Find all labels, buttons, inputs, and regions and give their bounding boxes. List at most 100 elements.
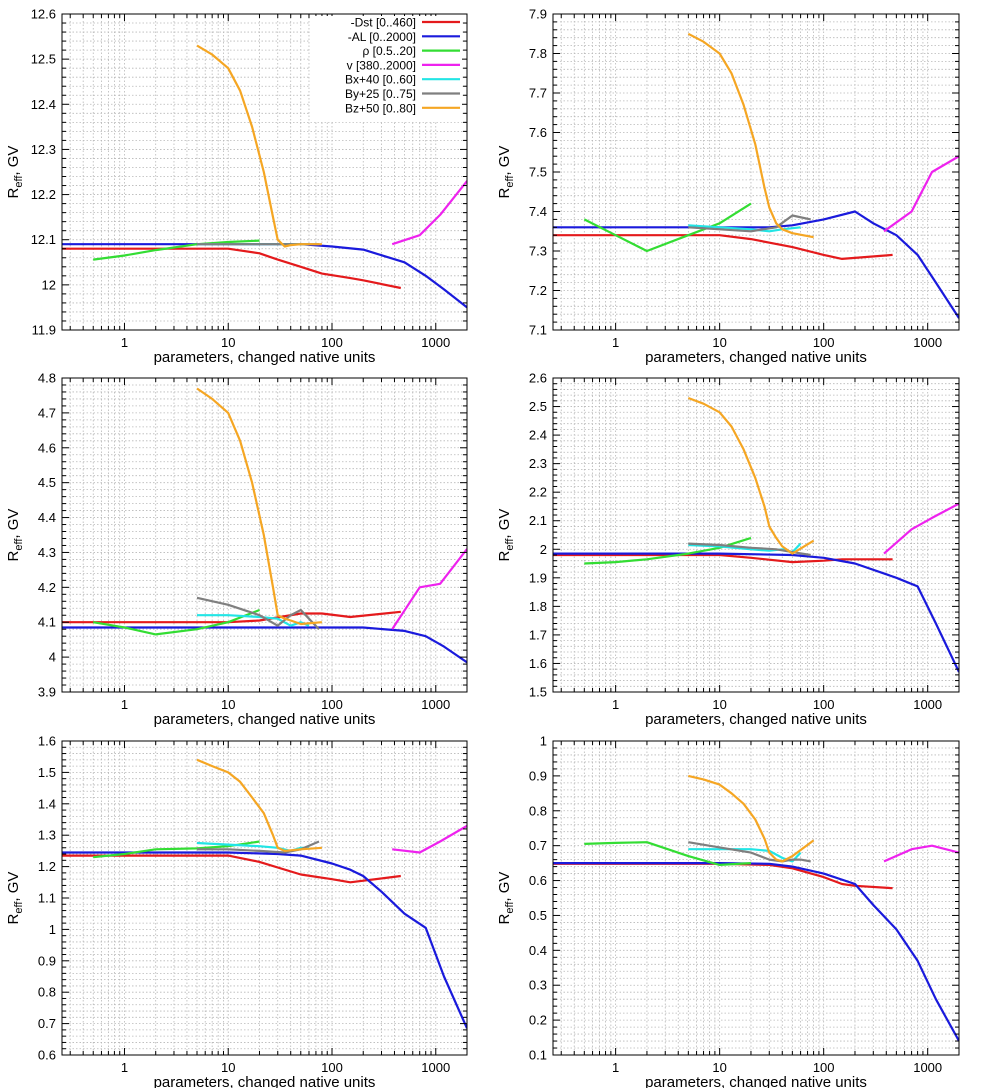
legend-label: Bx+40 [0..60] [345, 73, 416, 87]
y-tick-label: 0.1 [529, 1048, 547, 1063]
y-tick-label: 0.7 [529, 838, 547, 853]
x-tick-label: 1 [121, 697, 128, 712]
series-line-2 [62, 626, 467, 664]
x-tick-label: 1000 [421, 697, 450, 712]
y-axis-title: Reff, GV [5, 872, 25, 925]
plot-frame [552, 740, 960, 1056]
series-line-4 [883, 844, 959, 863]
legend-label: -Dst [0..460] [351, 16, 416, 30]
x-tick-label: 10 [221, 335, 235, 350]
series-group [553, 774, 959, 1042]
legend: -Dst [0..460]-AL [0..2000]ρ [0.5..20]v [… [310, 16, 462, 123]
y-axis-title: Reff, GV [496, 509, 516, 562]
y-tick-label: 2.4 [529, 428, 547, 443]
ticks [553, 740, 959, 1056]
y-tick-label: 0.8 [38, 985, 56, 1000]
y-tick-label: 2 [540, 542, 547, 557]
x-tick-label: 1 [612, 697, 619, 712]
y-tick-label: 7.6 [529, 125, 547, 140]
grid [553, 741, 959, 1055]
ticks [553, 377, 959, 693]
y-tick-label: 12.3 [31, 142, 56, 157]
y-tick-label: 12.5 [31, 52, 56, 67]
series-line-2 [553, 552, 959, 673]
y-tick-label: 7.3 [529, 244, 547, 259]
legend-label: By+25 [0..75] [345, 87, 416, 101]
y-tick-label: 1.5 [38, 765, 56, 780]
series-line-4 [391, 548, 467, 630]
y-tick-label: 2.1 [529, 513, 547, 528]
legend-background [310, 16, 462, 123]
y-tick-label: 1.6 [529, 656, 547, 671]
series-line-1 [62, 247, 402, 290]
y-tick-label: 1.8 [529, 599, 547, 614]
y-tick-label: 0.2 [529, 1013, 547, 1028]
y-tick-label: 1.1 [38, 891, 56, 906]
y-tick-label: 12.2 [31, 187, 56, 202]
x-tick-label: 1 [612, 1060, 619, 1075]
series-line-4 [883, 155, 959, 233]
y-tick-label: 1.6 [38, 734, 56, 749]
series-line-7 [196, 44, 322, 248]
y-tick-label: 0.5 [529, 908, 547, 923]
x-axis-title: parameters, changed native units [154, 1074, 376, 1088]
plot-area [553, 378, 959, 692]
y-tick-label: 1.3 [38, 828, 56, 843]
y-tick-label: 3.9 [38, 685, 56, 700]
y-tick-label: 7.8 [529, 46, 547, 61]
y-tick-label: 12.1 [31, 232, 56, 247]
legend-label: Bz+50 [0..80] [345, 101, 416, 115]
x-tick-label: 10 [712, 1060, 726, 1075]
x-tick-label: 100 [321, 1060, 343, 1075]
series-line-4 [392, 824, 467, 854]
x-tick-label: 1000 [913, 1060, 942, 1075]
y-tick-label: 0.9 [38, 953, 56, 968]
y-tick-label: 2.3 [529, 456, 547, 471]
series-line-5 [197, 614, 310, 627]
y-tick-label: 4.8 [38, 371, 56, 386]
x-axis-title: parameters, changed native units [645, 711, 867, 728]
series-group [553, 396, 959, 673]
series-line-7 [687, 32, 814, 239]
x-tick-label: 100 [813, 697, 835, 712]
series-line-3 [583, 202, 752, 253]
y-tick-label: 2.5 [529, 399, 547, 414]
y-tick-label: 7.4 [529, 204, 547, 219]
series-line-6 [688, 214, 811, 233]
legend-label: -AL [0..2000] [348, 30, 416, 44]
series-line-2 [62, 851, 467, 1029]
y-tick-label: 1.4 [38, 796, 56, 811]
ticks [62, 377, 467, 693]
y-tick-label: 7.2 [529, 283, 547, 298]
y-tick-label: 4.4 [38, 510, 56, 525]
x-tick-label: 10 [712, 697, 726, 712]
series-line-1 [553, 234, 893, 260]
series-line-4 [883, 502, 959, 555]
x-tick-label: 1 [121, 335, 128, 350]
y-tick-label: 2.6 [529, 371, 547, 386]
grid [553, 14, 959, 330]
x-tick-label: 100 [321, 697, 343, 712]
x-tick-label: 1000 [421, 335, 450, 350]
y-tick-label: 12 [42, 277, 56, 292]
series-line-6 [196, 596, 320, 630]
x-tick-label: 10 [221, 697, 235, 712]
y-axis-title: Reff, GV [5, 146, 25, 199]
series-group [62, 387, 467, 664]
y-tick-label: 4 [49, 650, 56, 665]
series-group [62, 758, 467, 1029]
x-tick-label: 1000 [913, 697, 942, 712]
x-tick-label: 1 [612, 335, 619, 350]
y-tick-label: 0.9 [529, 768, 547, 783]
plot-frame [552, 377, 960, 693]
y-tick-label: 4.3 [38, 545, 56, 560]
series-line-3 [93, 608, 260, 636]
series-line-7 [196, 387, 322, 626]
y-tick-label: 0.8 [529, 803, 547, 818]
